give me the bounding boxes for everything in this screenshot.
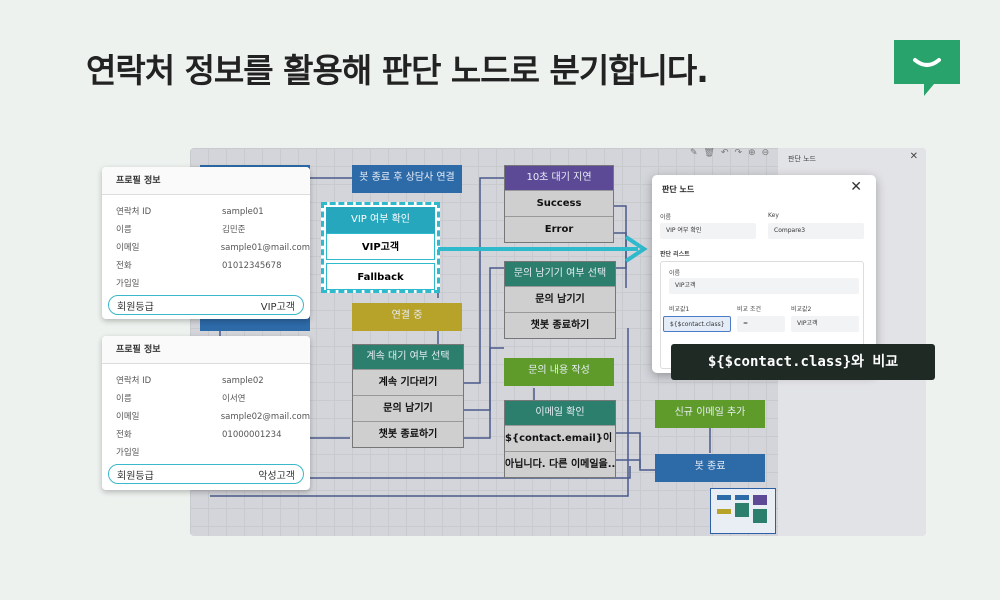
profile-row: 가입일 bbox=[116, 279, 140, 289]
page-headline: 연락처 정보를 활용해 판단 노드로 분기합니다. bbox=[86, 51, 709, 90]
zoom-in-icon[interactable]: ⊕ bbox=[748, 148, 756, 158]
condition-label: 비교 조건 bbox=[737, 306, 761, 313]
name-label: 이름 bbox=[660, 214, 672, 221]
side-panel-title: 판단 노드 bbox=[788, 155, 816, 163]
node-add-email[interactable]: 신규 이메일 추가 bbox=[655, 400, 765, 428]
node-write-inquiry[interactable]: 문의 내용 작성 bbox=[504, 358, 614, 386]
node-option[interactable]: Error bbox=[505, 216, 613, 242]
condition-select[interactable]: = bbox=[737, 316, 785, 332]
compare2-field[interactable]: VIP고객 bbox=[791, 316, 859, 332]
node-option[interactable]: ${contact.email}이 ... bbox=[505, 425, 615, 451]
close-icon[interactable]: ✕ bbox=[909, 151, 918, 162]
node-option[interactable]: Fallback bbox=[326, 263, 435, 290]
inner-name-field[interactable]: VIP고객 bbox=[669, 278, 859, 294]
node-option[interactable]: 챗봇 종료하기 bbox=[353, 421, 463, 447]
node-connecting[interactable]: 연결 중 bbox=[352, 303, 462, 331]
node-bot-end[interactable]: 봇 종료 bbox=[655, 454, 765, 482]
node-header: 이메일 확인 bbox=[505, 401, 615, 425]
decision-node-modal: 판단 노드 ✕ 이름 VIP 여부 확인 Key Compare3 판단 리스트… bbox=[652, 175, 876, 373]
node-leave-inquiry[interactable]: 문의 남기기 여부 선택 문의 남기기 챗봇 종료하기 bbox=[504, 261, 616, 339]
decision-list: 이름 VIP고객 비교값1 ${$contact.class} 비교 조건 = … bbox=[660, 261, 864, 369]
member-grade-highlight: 회원등급 VIP고객 bbox=[108, 295, 304, 315]
node-header: 10초 대기 지연 bbox=[505, 166, 613, 190]
profile-title: 프로필 정보 bbox=[102, 167, 310, 195]
profile-row: 가입일 bbox=[116, 448, 140, 458]
comparison-callout: ${$contact.class}와 비교 bbox=[671, 344, 935, 380]
compare1-field[interactable]: ${$contact.class} bbox=[663, 316, 731, 332]
close-icon[interactable]: ✕ bbox=[850, 179, 862, 195]
node-email-check[interactable]: 이메일 확인 ${contact.email}이 ... 아닙니다. 다른 이메… bbox=[504, 400, 616, 478]
delete-icon[interactable]: 🗑 bbox=[703, 148, 715, 158]
node-delay[interactable]: 10초 대기 지연 Success Error bbox=[504, 165, 614, 243]
node-header: 계속 대기 여부 선택 bbox=[353, 345, 463, 369]
node-vip-check[interactable]: VIP 여부 확인 VIP고객 Fallback bbox=[321, 202, 440, 293]
node-header: 문의 남기기 여부 선택 bbox=[505, 262, 615, 286]
key-label: Key bbox=[768, 212, 779, 219]
name-field[interactable]: VIP 여부 확인 bbox=[660, 223, 756, 239]
compare1-label: 비교값1 bbox=[669, 306, 690, 313]
edit-icon[interactable]: ✎ bbox=[690, 148, 698, 158]
node-option[interactable]: VIP고객 bbox=[326, 233, 435, 260]
canvas-toolbar: ✎ 🗑 ↶ ↷ ⊕ ⊖ bbox=[690, 148, 769, 164]
redo-icon[interactable]: ↷ bbox=[734, 148, 743, 158]
member-grade-highlight: 회원등급 악성고객 bbox=[108, 464, 304, 484]
minimap[interactable] bbox=[710, 488, 776, 534]
key-field[interactable]: Compare3 bbox=[768, 223, 864, 239]
modal-title: 판단 노드 bbox=[662, 185, 695, 194]
decision-list-label: 판단 리스트 bbox=[660, 251, 690, 258]
node-option[interactable]: 문의 남기기 bbox=[505, 286, 615, 312]
node-option[interactable]: 계속 기다리기 bbox=[353, 369, 463, 395]
undo-icon[interactable]: ↶ bbox=[720, 148, 729, 158]
chat-logo-icon bbox=[894, 40, 960, 96]
node-option[interactable]: Success bbox=[505, 190, 613, 216]
node-header: VIP 여부 확인 bbox=[326, 207, 435, 233]
node-bot-end-connect[interactable]: 봇 종료 후 상담사 연결 bbox=[352, 165, 462, 193]
compare2-label: 비교값2 bbox=[791, 306, 812, 313]
node-continue-wait[interactable]: 계속 대기 여부 선택 계속 기다리기 문의 남기기 챗봇 종료하기 bbox=[352, 344, 464, 448]
arrow-right-icon bbox=[438, 235, 648, 263]
inner-name-label: 이름 bbox=[669, 270, 681, 277]
node-option[interactable]: 챗봇 종료하기 bbox=[505, 312, 615, 338]
profile-title: 프로필 정보 bbox=[102, 336, 310, 364]
node-option[interactable]: 문의 남기기 bbox=[353, 395, 463, 421]
node-option[interactable]: 아닙니다. 다른 이메일을... bbox=[505, 451, 615, 477]
zoom-out-icon[interactable]: ⊖ bbox=[761, 148, 770, 158]
